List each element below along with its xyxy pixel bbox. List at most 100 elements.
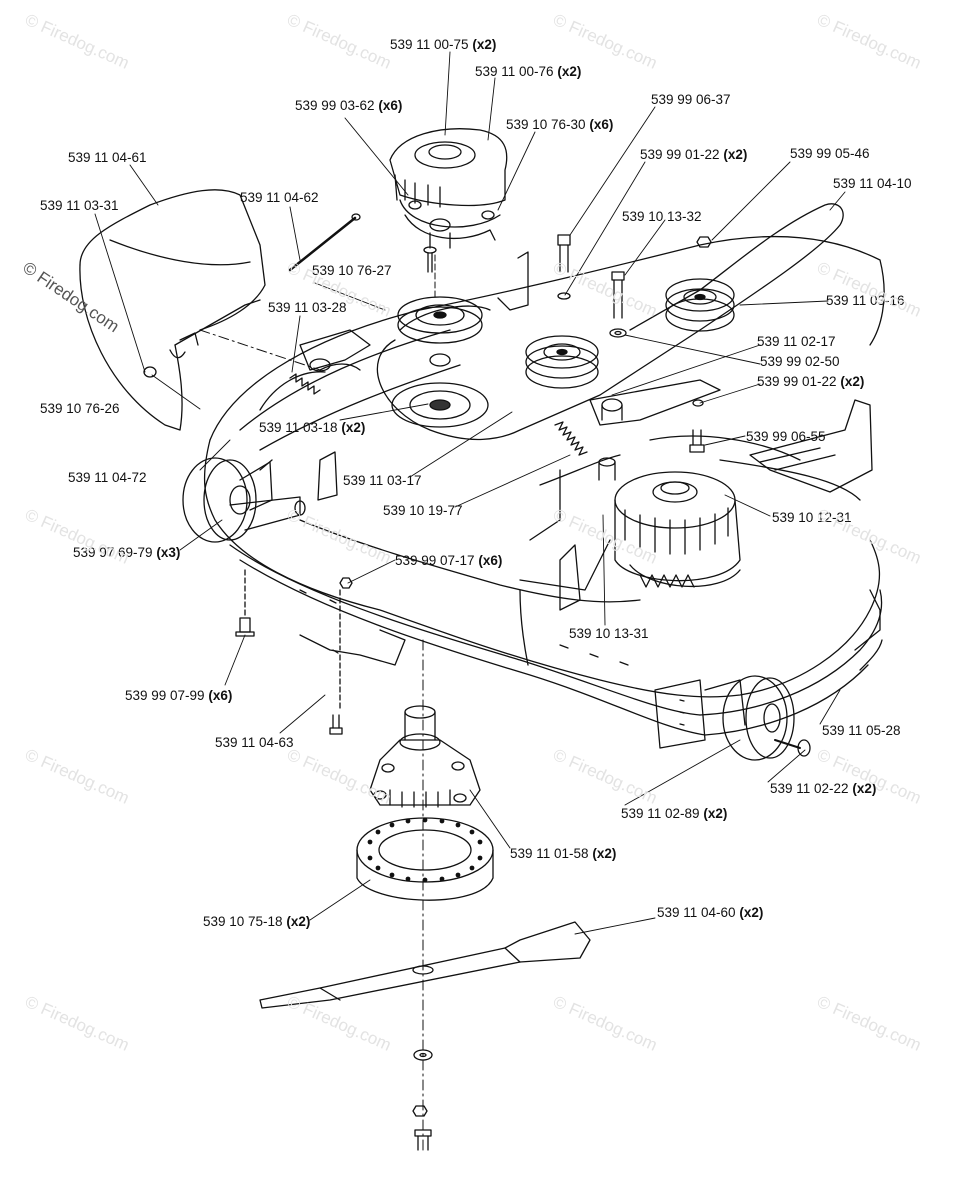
part-number: 539 11 04-72 bbox=[68, 470, 147, 485]
belt-and-pulleys bbox=[259, 203, 844, 481]
part-number: 539 11 03-28 bbox=[268, 300, 347, 315]
part-number: 539 10 13-31 bbox=[569, 626, 649, 641]
callout-539-11-03-28: 539 11 03-28 bbox=[268, 300, 347, 316]
quantity: (x2) bbox=[341, 420, 366, 435]
front-wheel-left bbox=[182, 457, 306, 543]
part-number: 539 11 03-18 bbox=[259, 420, 338, 435]
callout-539-11-01-58: 539 11 01-58 (x2) bbox=[510, 846, 616, 862]
quantity: (x2) bbox=[852, 781, 877, 796]
callout-539-11-04-72: 539 11 04-72 bbox=[68, 470, 147, 486]
part-number: 539 11 04-60 bbox=[657, 905, 736, 920]
part-number: 539 11 00-75 bbox=[390, 37, 469, 52]
discharge-chute bbox=[79, 189, 361, 431]
callout-539-11-04-60: 539 11 04-60 (x2) bbox=[657, 905, 763, 921]
callout-539-11-02-89: 539 11 02-89 (x2) bbox=[621, 806, 727, 822]
quantity: (x2) bbox=[557, 64, 582, 79]
part-number: 539 99 01-22 bbox=[640, 147, 720, 162]
part-number: 539 11 02-17 bbox=[757, 334, 836, 349]
part-number: 539 10 13-32 bbox=[622, 209, 702, 224]
part-number: 539 11 01-58 bbox=[510, 846, 589, 861]
callout-539-11-02-17: 539 11 02-17 bbox=[757, 334, 836, 350]
part-number: 539 99 05-46 bbox=[790, 146, 870, 161]
callout-539-99-01-22-upper: 539 99 01-22 (x2) bbox=[640, 147, 747, 163]
side-baffle-right bbox=[854, 589, 883, 671]
callout-539-10-12-31: 539 10 12-31 bbox=[772, 510, 852, 526]
callout-539-11-03-17: 539 11 03-17 bbox=[343, 473, 422, 489]
callout-539-11-02-22: 539 11 02-22 (x2) bbox=[770, 781, 876, 797]
part-number: 539 99 01-22 bbox=[757, 374, 837, 389]
hardware bbox=[235, 234, 712, 735]
spindle-assembly bbox=[369, 705, 481, 808]
part-number: 539 11 04-62 bbox=[240, 190, 319, 205]
blade-adapter bbox=[356, 817, 494, 901]
part-number: 539 10 19-77 bbox=[383, 503, 463, 518]
callout-539-11-03-16: 539 11 03-16 bbox=[826, 293, 905, 309]
callout-539-11-03-31: 539 11 03-31 bbox=[40, 198, 119, 214]
callout-539-10-19-77: 539 10 19-77 bbox=[383, 503, 463, 519]
callout-539-10-13-31: 539 10 13-31 bbox=[569, 626, 649, 642]
callout-539-11-04-63: 539 11 04-63 bbox=[215, 735, 294, 751]
callout-539-11-03-18: 539 11 03-18 (x2) bbox=[259, 420, 365, 436]
quantity: (x6) bbox=[208, 688, 233, 703]
part-number: 539 11 04-63 bbox=[215, 735, 294, 750]
quantity: (x2) bbox=[739, 905, 764, 920]
quantity: (x2) bbox=[592, 846, 617, 861]
part-number: 539 11 02-22 bbox=[770, 781, 849, 796]
part-number: 539 11 05-28 bbox=[822, 723, 901, 738]
callout-539-99-06-55: 539 99 06-55 bbox=[746, 429, 826, 445]
callout-539-99-02-50: 539 99 02-50 bbox=[760, 354, 840, 370]
quantity: (x3) bbox=[156, 545, 181, 560]
part-number: 539 11 03-16 bbox=[826, 293, 905, 308]
quantity: (x2) bbox=[286, 914, 311, 929]
callout-539-99-01-22-lower: 539 99 01-22 (x2) bbox=[757, 374, 864, 390]
callout-539-10-76-26: 539 10 76-26 bbox=[40, 401, 120, 417]
mower-blade bbox=[259, 921, 591, 1151]
mower-deck bbox=[203, 235, 885, 736]
part-number: 539 10 76-26 bbox=[40, 401, 120, 416]
quantity: (x6) bbox=[589, 117, 614, 132]
rear-wheel-right bbox=[654, 675, 811, 761]
leader-lines bbox=[94, 51, 846, 935]
pulley-cover-top bbox=[389, 128, 508, 273]
callout-539-10-75-18: 539 10 75-18 (x2) bbox=[203, 914, 310, 930]
part-number: 539 11 00-76 bbox=[475, 64, 554, 79]
callout-539-97-69-79: 539 97 69-79 (x3) bbox=[73, 545, 180, 561]
part-number: 539 11 02-89 bbox=[621, 806, 700, 821]
callout-539-10-76-27: 539 10 76-27 bbox=[312, 263, 392, 279]
part-number: 539 99 02-50 bbox=[760, 354, 840, 369]
callout-539-11-04-61: 539 11 04-61 bbox=[68, 150, 147, 166]
part-number: 539 10 76-30 bbox=[506, 117, 586, 132]
callout-539-10-13-32: 539 10 13-32 bbox=[622, 209, 702, 225]
part-number: 539 97 69-79 bbox=[73, 545, 153, 560]
part-number: 539 10 76-27 bbox=[312, 263, 392, 278]
part-number: 539 11 04-61 bbox=[68, 150, 147, 165]
quantity: (x2) bbox=[840, 374, 865, 389]
part-number: 539 99 06-55 bbox=[746, 429, 826, 444]
part-number: 539 10 12-31 bbox=[772, 510, 852, 525]
callout-539-11-00-75: 539 11 00-75 (x2) bbox=[390, 37, 496, 53]
part-number: 539 11 04-10 bbox=[833, 176, 912, 191]
callout-539-11-05-28: 539 11 05-28 bbox=[822, 723, 901, 739]
part-number: 539 11 03-31 bbox=[40, 198, 119, 213]
quantity: (x6) bbox=[478, 553, 503, 568]
callout-539-99-07-17: 539 99 07-17 (x6) bbox=[395, 553, 502, 569]
callout-539-11-04-62: 539 11 04-62 bbox=[240, 190, 319, 206]
part-number: 539 99 06-37 bbox=[651, 92, 731, 107]
spindle-housing-right bbox=[614, 471, 741, 588]
callout-539-99-05-46: 539 99 05-46 bbox=[790, 146, 870, 162]
part-number: 539 99 07-17 bbox=[395, 553, 475, 568]
callout-539-10-76-30: 539 10 76-30 (x6) bbox=[506, 117, 613, 133]
part-number: 539 99 07-99 bbox=[125, 688, 205, 703]
chute-axis-line bbox=[199, 329, 321, 371]
quantity: (x6) bbox=[378, 98, 403, 113]
part-number: 539 11 03-17 bbox=[343, 473, 422, 488]
quantity: (x2) bbox=[723, 147, 748, 162]
callout-539-11-04-10: 539 11 04-10 bbox=[833, 176, 912, 192]
quantity: (x2) bbox=[472, 37, 497, 52]
callout-539-11-00-76: 539 11 00-76 (x2) bbox=[475, 64, 581, 80]
quantity: (x2) bbox=[703, 806, 728, 821]
callout-539-99-03-62: 539 99 03-62 (x6) bbox=[295, 98, 402, 114]
callout-539-99-07-99: 539 99 07-99 (x6) bbox=[125, 688, 232, 704]
